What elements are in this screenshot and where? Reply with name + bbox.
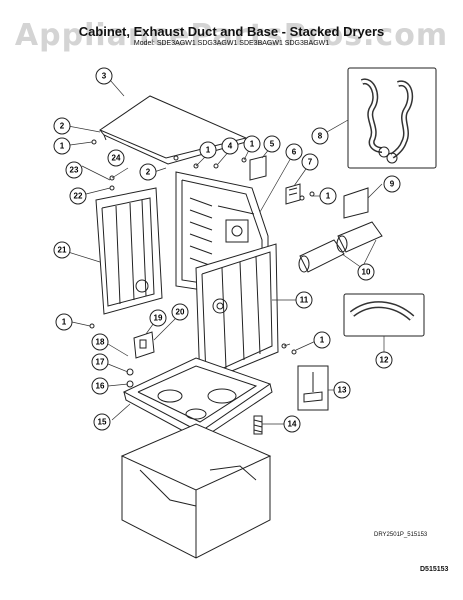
callout-17: 17 bbox=[91, 353, 109, 371]
leveling-bracket-part bbox=[297, 365, 329, 411]
callout-1-f: 1 bbox=[313, 331, 331, 349]
svg-text:20: 20 bbox=[176, 308, 185, 317]
callout-10: 10 bbox=[357, 263, 375, 281]
base-pan-part bbox=[122, 357, 273, 441]
callout-23: 23 bbox=[65, 161, 83, 179]
svg-text:19: 19 bbox=[154, 314, 163, 323]
callout-1-a: 1 bbox=[53, 137, 71, 155]
svg-text:1: 1 bbox=[62, 318, 67, 327]
svg-text:16: 16 bbox=[96, 382, 105, 391]
vent-cover-part bbox=[285, 183, 301, 205]
base-pedestal bbox=[120, 423, 272, 559]
callout-18: 18 bbox=[91, 333, 109, 351]
left-side-panel-part bbox=[95, 187, 163, 315]
svg-text:1: 1 bbox=[326, 192, 331, 201]
callout-11: 11 bbox=[295, 291, 313, 309]
svg-text:15: 15 bbox=[98, 418, 107, 427]
svg-text:13: 13 bbox=[338, 386, 347, 395]
svg-text:8: 8 bbox=[318, 132, 323, 141]
callout-19: 19 bbox=[149, 309, 167, 327]
svg-text:5: 5 bbox=[270, 140, 275, 149]
callout-24: 24 bbox=[107, 149, 125, 167]
callout-21: 21 bbox=[53, 241, 71, 259]
svg-text:21: 21 bbox=[58, 246, 67, 255]
callout-2-mid: 2 bbox=[139, 163, 157, 181]
callout-1-c: 1 bbox=[243, 135, 261, 153]
callout-13: 13 bbox=[333, 381, 351, 399]
svg-text:12: 12 bbox=[380, 356, 389, 365]
control-bracket-part bbox=[133, 331, 155, 359]
exhaust-hose-part bbox=[347, 67, 437, 169]
callout-6: 6 bbox=[285, 143, 303, 161]
leg-spring-part bbox=[253, 415, 263, 435]
callout-9: 9 bbox=[383, 175, 401, 193]
callout-5: 5 bbox=[263, 135, 281, 153]
svg-text:4: 4 bbox=[228, 142, 233, 151]
flex-hose-part bbox=[343, 293, 425, 337]
callout-16: 16 bbox=[91, 377, 109, 395]
bracket-plate-part bbox=[249, 155, 267, 181]
right-side-panel-part bbox=[195, 243, 279, 385]
exhaust-plate-part bbox=[343, 187, 369, 219]
callout-7: 7 bbox=[301, 153, 319, 171]
callout-bubbles: 3 2 1 24 23 22 bbox=[53, 67, 401, 433]
svg-text:6: 6 bbox=[292, 148, 297, 157]
callout-15: 15 bbox=[93, 413, 111, 431]
svg-text:23: 23 bbox=[70, 166, 79, 175]
svg-text:9: 9 bbox=[390, 180, 395, 189]
callout-1-e: 1 bbox=[55, 313, 73, 331]
svg-text:2: 2 bbox=[60, 122, 65, 131]
callout-2-top: 2 bbox=[53, 117, 71, 135]
svg-text:2: 2 bbox=[146, 168, 151, 177]
svg-text:1: 1 bbox=[206, 146, 211, 155]
svg-text:1: 1 bbox=[60, 142, 65, 151]
duct-tubes-part bbox=[298, 221, 383, 273]
svg-text:1: 1 bbox=[320, 336, 325, 345]
callout-22: 22 bbox=[69, 187, 87, 205]
svg-text:3: 3 bbox=[102, 72, 107, 81]
model-numbers: Model: SDE3AGW1 SDG3AGW1 SDE3BAGW1 SDG3B… bbox=[133, 40, 330, 47]
callout-14: 14 bbox=[283, 415, 301, 433]
svg-text:11: 11 bbox=[300, 296, 309, 305]
callout-1-b: 1 bbox=[199, 141, 217, 159]
svg-text:10: 10 bbox=[362, 268, 371, 277]
page-code: D515153 bbox=[420, 566, 449, 573]
callout-20: 20 bbox=[171, 303, 189, 321]
drawing-code: DRY2501P_515153 bbox=[374, 532, 428, 538]
callout-4: 4 bbox=[221, 137, 239, 155]
watermark: AppliancePartsPros.com bbox=[14, 18, 449, 53]
svg-text:24: 24 bbox=[112, 154, 121, 163]
diagram-title: Cabinet, Exhaust Duct and Base - Stacked… bbox=[78, 24, 385, 39]
callout-3: 3 bbox=[95, 67, 113, 85]
svg-text:1: 1 bbox=[250, 140, 255, 149]
callout-1-d: 1 bbox=[319, 187, 337, 205]
callout-12: 12 bbox=[375, 351, 393, 369]
svg-text:17: 17 bbox=[96, 358, 105, 367]
svg-text:14: 14 bbox=[288, 420, 297, 429]
svg-text:7: 7 bbox=[308, 158, 313, 167]
svg-text:22: 22 bbox=[74, 192, 83, 201]
svg-text:18: 18 bbox=[96, 338, 105, 347]
callout-8: 8 bbox=[311, 127, 329, 145]
